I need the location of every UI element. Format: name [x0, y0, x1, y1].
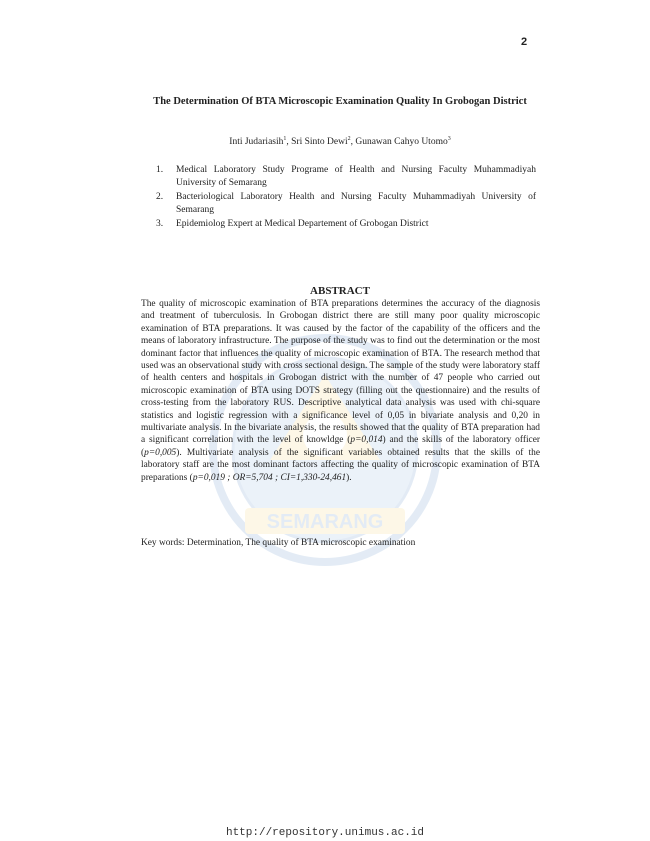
affiliation-item: 1. Medical Laboratory Study Programe of … — [156, 165, 536, 188]
university-seal-watermark: SEMARANG — [209, 334, 441, 566]
abstract-body: The quality of microscopic examination o… — [141, 299, 540, 483]
regression-statistics: p=0,019 ; OR=5,704 ; CI=1,330-24,461 — [192, 472, 347, 483]
affiliation-item: 2. Bacteriological Laboratory Health and… — [156, 192, 536, 215]
affiliation-item: 3. Epidemiolog Expert at Medical Departe… — [156, 218, 536, 231]
p-value: p=0,005 — [144, 447, 177, 458]
keywords: Key words: Determination, The quality of… — [141, 538, 416, 548]
author-name: Gunawan Cahyo Utomo — [355, 137, 448, 148]
author-affiliation-mark: 3 — [447, 136, 451, 142]
author-affiliation-mark: 2 — [347, 136, 351, 142]
author-name: Sri Sinto Dewi — [291, 137, 348, 148]
author-name: Inti Judariasih — [229, 137, 284, 148]
author-affiliation-mark: 1 — [283, 136, 287, 142]
affiliation-text: Medical Laboratory Study Programe of Hea… — [176, 165, 536, 188]
page-number: 2 — [521, 36, 528, 48]
abstract-heading: ABSTRACT — [310, 285, 370, 297]
affiliation-text: Epidemiolog Expert at Medical Departemen… — [176, 219, 429, 229]
affiliation-text: Bacteriological Laboratory Health and Nu… — [176, 192, 536, 215]
p-value: p=0,014 — [350, 435, 383, 446]
author-list: Inti Judariasih1, Sri Sinto Dewi2, Gunaw… — [229, 136, 451, 148]
paper-title: The Determination Of BTA Microscopic Exa… — [153, 96, 527, 107]
repository-url: http://repository.unimus.ac.id — [225, 827, 425, 839]
affiliation-list: 1. Medical Laboratory Study Programe of … — [156, 164, 536, 232]
watermark-text: SEMARANG — [267, 511, 384, 533]
